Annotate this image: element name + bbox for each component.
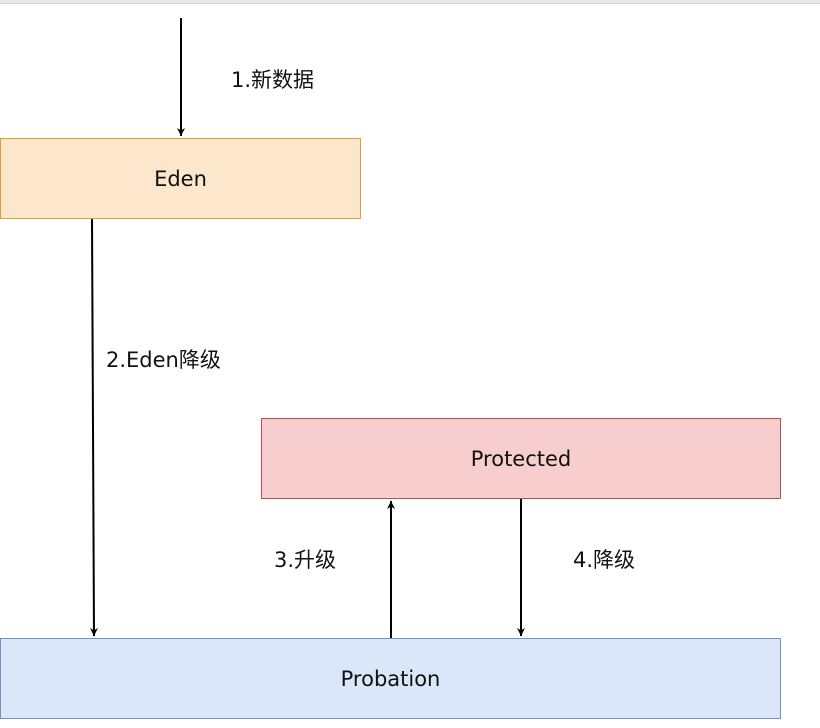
new-data-edge-label: 1.新数据 (231, 68, 315, 92)
eden-label: Eden (154, 166, 207, 191)
protected-label: Protected (470, 446, 572, 471)
protected-node: Protected (261, 418, 781, 499)
window-top-border (0, 0, 820, 4)
eden-node: Eden (0, 138, 361, 219)
probation-node: Probation (0, 638, 781, 719)
probation-label: Probation (340, 666, 441, 691)
eden-demote-edge-label: 2.Eden降级 (106, 348, 221, 372)
arrow-eden-demote (89, 218, 98, 637)
promote-edge-label: 3.升级 (274, 548, 337, 572)
demote-edge-label: 4.降级 (573, 548, 636, 572)
